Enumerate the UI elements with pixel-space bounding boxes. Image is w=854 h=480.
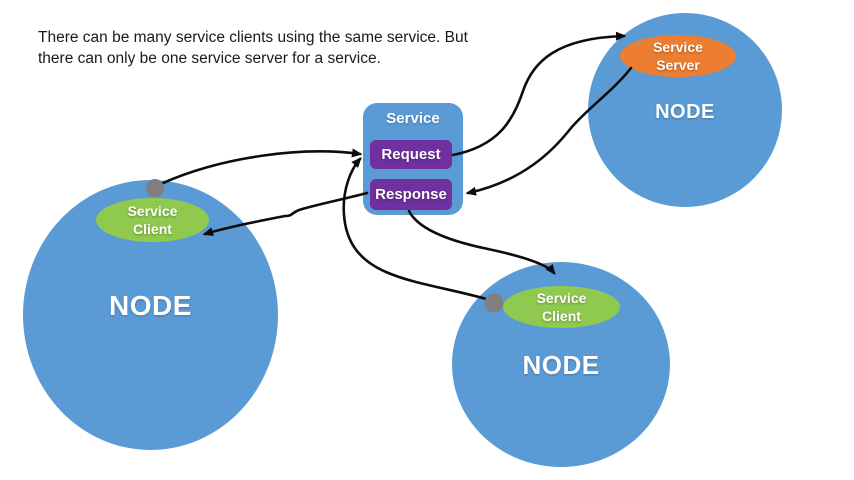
service-client-left-line1: Service <box>127 203 178 219</box>
service-server-line1: Service <box>653 39 703 55</box>
node-left-label: NODE <box>109 290 192 321</box>
service-client-bottom-ellipse: Service Client <box>503 286 620 328</box>
node-right-label: NODE <box>655 101 715 123</box>
service-client-bottom-line2: Client <box>542 308 581 324</box>
service-client-left-ellipse: Service Client <box>96 198 209 242</box>
caption-line-2: there can only be one service server for… <box>38 49 381 67</box>
caption: There can be many service clients using … <box>38 28 468 69</box>
arrow-left-client-to-request <box>161 148 363 185</box>
request-box: Request <box>370 140 452 169</box>
request-label: Request <box>381 146 441 163</box>
service-client-bottom-line1: Service <box>536 290 587 306</box>
service-server-line2: Server <box>656 57 700 73</box>
service-server-ellipse: Service Server <box>620 35 736 77</box>
response-box: Response <box>370 179 452 210</box>
service-client-left-line2: Client <box>133 221 172 237</box>
node-bottom-label: NODE <box>522 350 600 380</box>
service-box-title: Service <box>386 110 440 127</box>
response-label: Response <box>375 186 447 203</box>
caption-line-1: There can be many service clients using … <box>38 29 468 46</box>
arrow-response-to-bottom-client <box>407 209 556 275</box>
